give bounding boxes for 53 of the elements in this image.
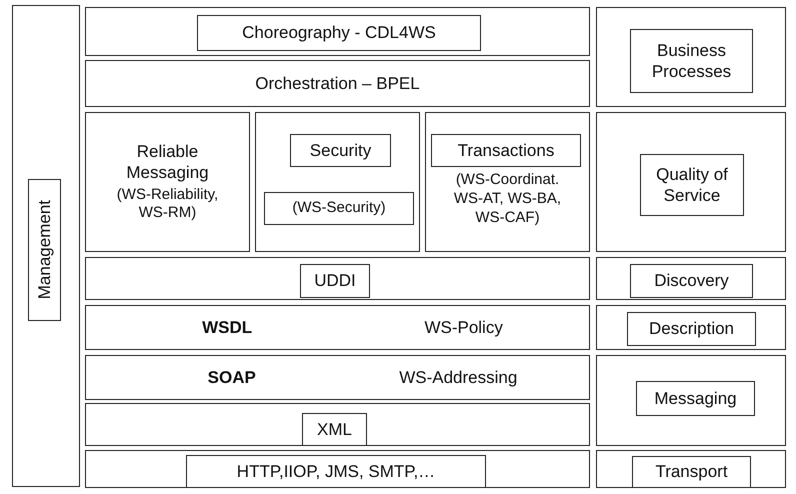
- layer-panel: [255, 112, 420, 252]
- column-panel: [596, 112, 786, 252]
- label-box: [300, 264, 370, 298]
- column-panel: [596, 355, 786, 446]
- layer-label: Business Processes: [650, 40, 732, 82]
- layer-label: Description: [648, 318, 734, 340]
- layer-band: [85, 450, 590, 488]
- layer-label: XML: [317, 418, 352, 440]
- layer-band: [85, 305, 590, 350]
- layer-band: [85, 355, 590, 400]
- label-box: [640, 154, 744, 216]
- label-box: [630, 29, 753, 93]
- layer-label: Choreography - CDL4WS: [242, 22, 436, 44]
- layer-label: Transactions: [458, 140, 554, 162]
- layer-label: Orchestration – BPEL: [255, 72, 420, 94]
- column-panel: [596, 257, 786, 300]
- layer-label: UDDI: [314, 270, 356, 292]
- column-panel: [596, 305, 786, 350]
- label-box: [630, 264, 753, 298]
- layer-label: WS-Addressing: [399, 366, 518, 388]
- column-panel: [596, 450, 786, 488]
- label-box: [290, 134, 391, 167]
- layer-band: [85, 60, 590, 107]
- label-box: [197, 15, 481, 51]
- layer-label: WS-Policy: [424, 316, 503, 338]
- vertical-label: Management: [34, 200, 55, 300]
- column-panel: [596, 7, 786, 107]
- layer-label: Transport: [655, 461, 728, 483]
- layer-label: HTTP,IIOP, JMS, SMTP,…: [236, 460, 436, 482]
- layer-panel: [425, 112, 590, 252]
- layer-label: (WS-Reliability, WS-RM): [116, 186, 220, 223]
- layer-label: Messaging: [654, 388, 737, 410]
- label-box: [186, 455, 486, 488]
- layer-label: Security: [310, 140, 372, 162]
- layer-label: SOAP: [208, 366, 256, 388]
- layer-label: (WS-Coordinat. WS-AT, WS-BA, WS-CAF): [452, 171, 562, 228]
- label-box: [636, 381, 755, 416]
- label-box: [264, 192, 414, 225]
- layer-panel: [85, 112, 250, 252]
- layer-label: Reliable Messaging: [125, 141, 210, 184]
- label-box: [28, 179, 61, 321]
- label-box: [431, 134, 581, 167]
- label-box: [627, 312, 756, 346]
- label-box: [632, 456, 751, 488]
- label-box: [302, 413, 367, 446]
- side-panel: [12, 5, 80, 487]
- layer-label: WSDL: [202, 316, 252, 338]
- layer-band: [85, 257, 590, 300]
- layer-label: Quality of Service: [655, 164, 729, 206]
- layer-label: Discovery: [654, 270, 729, 292]
- layer-band: [85, 7, 590, 56]
- layer-label: (WS-Security): [292, 199, 386, 218]
- layer-band: [85, 403, 590, 446]
